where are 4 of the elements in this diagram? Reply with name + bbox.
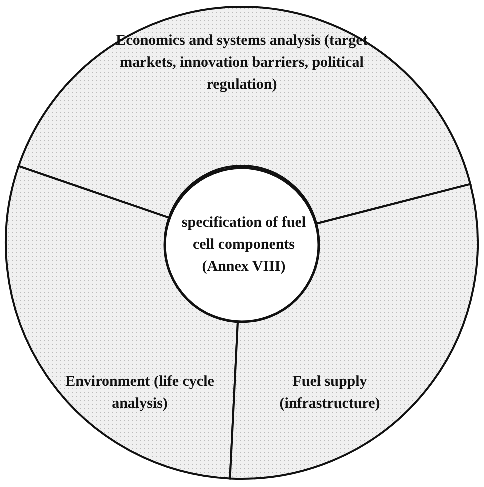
sector-label: Economics and systems analysis (target markets, innovation barriers, political regulation) <box>115 32 369 95</box>
sector-label: specification of fuel cell components (Annex VIII) <box>180 214 308 277</box>
sector-label: Environment (life cycle analysis) <box>65 373 215 414</box>
sector-label: Fuel supply (infrastructure) <box>278 373 382 414</box>
